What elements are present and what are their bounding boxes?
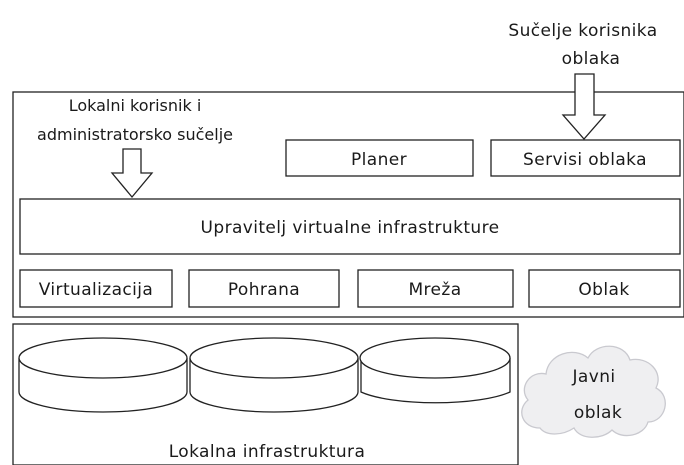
virtual-infrastructure-manager-box [19,198,681,255]
local-user-interface-label-line2: administratorsko sučelje [37,125,233,144]
cloud-driver-box [528,269,681,308]
local-infrastructure-label: Lokalna infrastruktura [169,442,366,462]
network-box [357,269,514,308]
planer-label: Planer [351,150,407,170]
planer-box [285,139,474,177]
cloud-services-label: Servisi oblaka [523,150,647,170]
cloud-driver-label: Oblak [578,280,629,300]
public-cloud-icon [521,345,666,438]
public-cloud-label-line2: oblak [574,403,622,423]
local-infrastructure-frame [12,323,519,465]
storage-cylinder-3-icon [359,337,511,404]
local-user-arrow-icon [110,148,154,199]
management-layer-frame [12,91,684,318]
storage-cylinder-1-icon [18,337,188,413]
cloud-services-box [490,139,681,177]
local-user-interface-label-line1: Lokalni korisnik i [69,96,202,115]
storage-box [188,269,340,308]
cloud-user-interface-label-line2: oblaka [562,49,621,69]
virtualization-box [19,269,173,308]
cloud-user-arrow-icon [561,73,607,140]
virtual-infrastructure-manager-label: Upravitelj virtualne infrastrukture [201,218,500,238]
network-label: Mreža [408,280,461,300]
public-cloud-label-line1: Javni [572,367,616,387]
virtualization-label: Virtualizacija [39,280,153,300]
cloud-user-interface-label-line1: Sučelje korisnika [508,21,657,41]
storage-cylinder-2-icon [189,337,359,413]
storage-label: Pohrana [228,280,300,300]
